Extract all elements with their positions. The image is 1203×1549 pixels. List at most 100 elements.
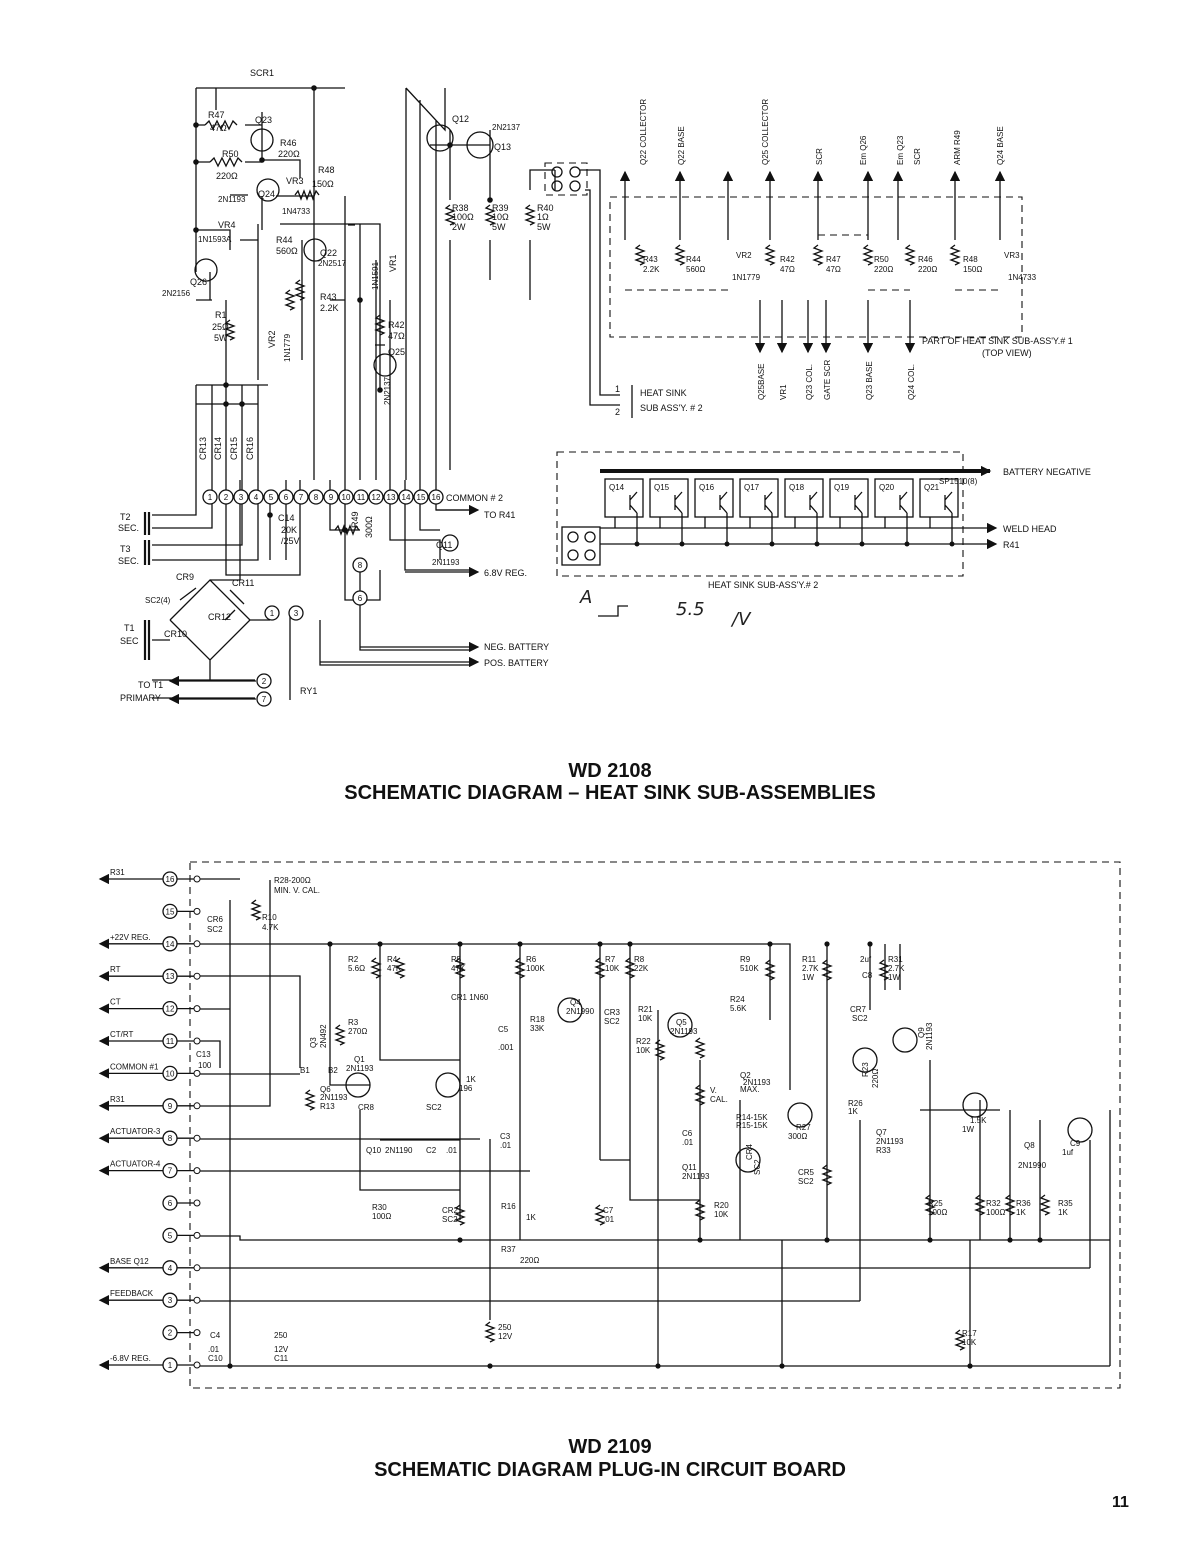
hs2-transistor-box-3 (739, 478, 779, 518)
pin-contact-13 (193, 972, 201, 980)
board-component-52: 2N1193 (925, 1022, 934, 1050)
hs1-bottom-label-5: Q24 COL. (907, 364, 916, 400)
board-component-88: C3 (500, 1132, 511, 1141)
board-junction-19 (457, 1237, 463, 1243)
output-arrows (168, 504, 480, 705)
board-component-14: R6 (526, 955, 537, 964)
board-resistor-3 (454, 957, 466, 979)
hs2-transistor-label-5: Q19 (834, 483, 850, 492)
terminal-16: 16 (432, 493, 441, 502)
board-component-21: 510K (740, 964, 759, 973)
hs2-part: SP1510(8) (939, 477, 978, 486)
board-resistor-9 (878, 959, 890, 981)
board-resistor-7 (764, 959, 776, 981)
terminal-5: 5 (269, 493, 274, 502)
board-component-18: R8 (634, 955, 645, 964)
board-junction-15 (927, 1237, 933, 1243)
pin-number-14: 14 (166, 940, 175, 949)
top-component-5: 220Ω (278, 149, 300, 159)
board-component-36: .001 (498, 1043, 514, 1052)
pin-contact-1 (193, 1361, 201, 1369)
hs1-top-label-7: ARM R49 (953, 130, 962, 165)
board-resistor-22 (694, 1084, 706, 1106)
top-component-25: R43 (320, 292, 337, 302)
top-component-39: C14 (278, 513, 295, 523)
board-component-89: .01 (500, 1141, 512, 1150)
pin-label-4: BASE Q12 (110, 1257, 149, 1266)
top-component-59: 10Ω (492, 212, 509, 222)
board-resistor-6 (624, 957, 636, 979)
hs1-resistor-6 (949, 244, 961, 266)
board-component-28: 2.7K (888, 964, 905, 973)
board-resistor-11 (304, 1089, 316, 1111)
board-resistor-19 (954, 1329, 966, 1351)
top-component-15: 1N1593A (198, 235, 232, 244)
hs2-transistor-leads-6 (884, 491, 908, 544)
board-component-86: C2 (426, 1146, 437, 1155)
top-component-21: 2N2156 (162, 289, 191, 298)
top-component-56: 100Ω (452, 212, 474, 222)
hs2-transistor-leads-2 (704, 491, 728, 544)
hs2-transistor-box-6 (874, 478, 914, 518)
top-component-37: CR15 (229, 437, 239, 460)
terminal-3: 3 (239, 493, 244, 502)
board-component-11: 47K (387, 964, 402, 973)
board-wiring (200, 878, 1111, 1369)
board-component-20: R9 (740, 955, 751, 964)
pin-number-8: 8 (168, 1134, 173, 1143)
board-component-85: 2N1190 (385, 1146, 413, 1155)
board-component-119: 1K (1058, 1208, 1068, 1217)
board-wire-7 (657, 1010, 1000, 1366)
hs1-wiring (619, 170, 1006, 354)
board-resistor-2 (394, 957, 406, 979)
board-resistor-10 (334, 1024, 346, 1046)
board-resistor-13 (594, 1204, 606, 1226)
board-component-97: 1uf (1062, 1148, 1074, 1157)
pin-contact-11 (193, 1037, 201, 1045)
pin-number-9: 9 (168, 1102, 173, 1111)
board-component-60: 220Ω (871, 1069, 880, 1088)
hs2-dot-0 (634, 541, 640, 547)
board-component-25: 2uf (860, 955, 872, 964)
board-component-17: 10K (605, 964, 620, 973)
hs1-component-0: R43 (643, 255, 658, 264)
board-component-129: 12V (498, 1332, 513, 1341)
board-resistor-21 (694, 1037, 706, 1059)
board-component-114: R32 (986, 1199, 1001, 1208)
hs1-top-label-6: SCR (913, 148, 922, 165)
board-component-80: 2N1193 (876, 1137, 904, 1146)
board-component-19: 22K (634, 964, 649, 973)
board-component-124: C10 (208, 1354, 223, 1363)
board-transistor-2 (557, 997, 583, 1023)
terminal-13: 13 (387, 493, 396, 502)
board-component-55: Q1 (354, 1055, 365, 1064)
board-component-50: SC2 (852, 1014, 868, 1023)
hs2-transistor-label-0: Q14 (609, 483, 625, 492)
board-junction-18 (697, 1237, 703, 1243)
pin-contact-12 (193, 1005, 201, 1013)
board-component-118: R35 (1058, 1199, 1073, 1208)
top-component-35: CR13 (198, 437, 208, 460)
hs1-top-label-8: Q24 BASE (996, 126, 1005, 165)
board-transistor-6 (852, 1047, 878, 1073)
board-resistor-5 (594, 957, 606, 979)
board-junction-10 (487, 1363, 493, 1369)
label-6-8v-reg: 6.8V REG. (484, 568, 527, 578)
top-component-46: CR9 (176, 572, 194, 582)
top-component-0: SCR1 (250, 68, 274, 78)
board-component-68: MAX. (740, 1085, 760, 1094)
connector-box (544, 162, 588, 196)
pin-label-14: +22V REG. (110, 933, 151, 942)
board-component-45: Q5 (676, 1018, 687, 1027)
board-transistor-9 (1067, 1117, 1093, 1143)
hs2-dot-2 (724, 541, 730, 547)
terminal-14: 14 (402, 493, 411, 502)
top-component-30: VR1 (388, 254, 398, 272)
top-component-28: 1N1779 (283, 333, 292, 362)
